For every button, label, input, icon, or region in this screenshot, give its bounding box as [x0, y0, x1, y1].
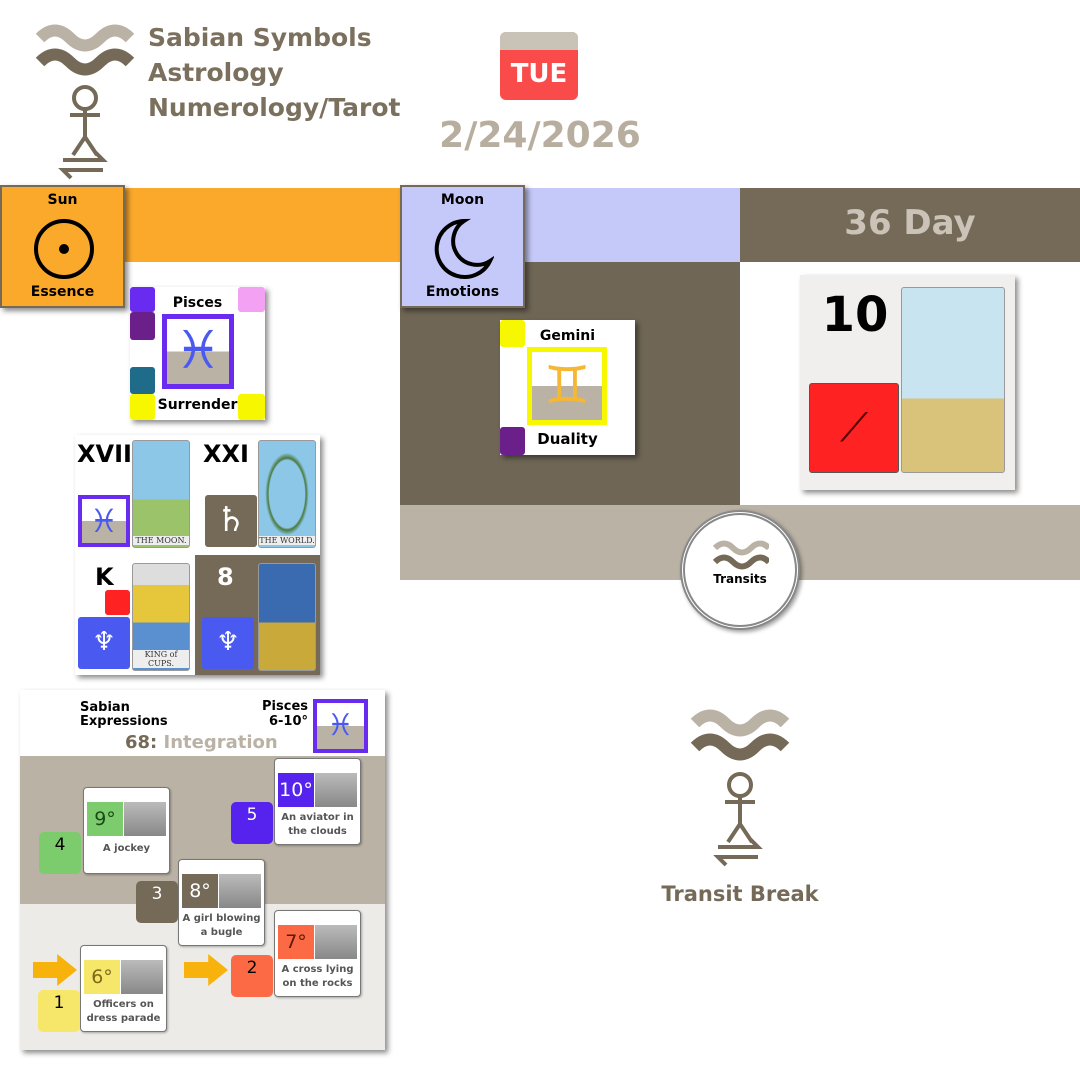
card-caption: KING of CUPS. [133, 650, 189, 668]
degree-card-8[interactable]: 8° A girl blowing a bugle [178, 859, 265, 946]
degree: 8° [182, 874, 218, 908]
sabian-logo-icon [35, 24, 135, 180]
cup-suit-icon: ♆ [78, 617, 130, 669]
sun-sign-keyword: Surrender [157, 397, 238, 413]
transits-logo-icon [713, 540, 769, 570]
transits-button[interactable]: Transits [680, 510, 800, 630]
moon-sign-keyword: Duality [537, 430, 598, 448]
degree: 6° [84, 960, 120, 994]
day-label: 36 Day [844, 203, 976, 243]
number-4: 4 [39, 832, 81, 874]
number-1: 1 [38, 990, 80, 1032]
title-line-1: Sabian Symbols [148, 23, 372, 52]
pisces-icon: ♓ [162, 314, 234, 389]
saturn-icon: ♄ [205, 495, 257, 547]
degree-text: An aviator in the clouds [281, 812, 354, 837]
tarot-numeral-4: 8 [217, 563, 234, 591]
degree: 10° [278, 773, 314, 807]
gemini-icon: ♊ [527, 347, 607, 425]
transit-break-label: Transit Break [661, 882, 819, 906]
moon-label: Moon [440, 192, 485, 208]
tarot-numeral-3: K [95, 563, 114, 591]
gemini-sign-card[interactable]: Gemini ♊ Duality [500, 320, 635, 455]
day-tarot-number: 10 [821, 287, 889, 343]
degree: 9° [87, 802, 123, 836]
ten-of-wands-image [901, 287, 1005, 473]
moon-sublabel: Emotions [425, 284, 500, 300]
day-tarot-card[interactable]: 10 ⟋ [800, 275, 1015, 490]
transits-label: Transits [713, 572, 767, 586]
degree: 7° [278, 925, 314, 959]
moon-card[interactable]: Moon Emotions [400, 185, 525, 308]
sun-sign-name: Pisces [172, 295, 223, 311]
cup-suit-icon: ♆ [202, 617, 254, 669]
the-world-card[interactable]: THE WORLD. [258, 440, 316, 548]
transit-break-logo-icon [690, 709, 790, 867]
weekday: TUE [510, 59, 568, 89]
sign-name: Pisces [262, 699, 308, 714]
degree-card-10[interactable]: 10° An aviator in the clouds [274, 758, 361, 845]
date: 2/24/2026 [439, 115, 641, 156]
eight-of-cups-card[interactable] [258, 563, 316, 671]
card-caption: THE MOON. [133, 536, 189, 545]
day-band [740, 188, 1080, 262]
calendar-icon: TUE [500, 32, 578, 100]
tarot-numeral-2: XXI [203, 440, 249, 468]
degree-text: A cross lying on the rocks [281, 964, 354, 989]
number-3: 3 [136, 881, 178, 923]
expression-theme: Integration [163, 732, 278, 753]
king-of-cups-card[interactable]: KING of CUPS. [132, 563, 190, 671]
pisces-icon: ♓ [313, 699, 368, 753]
degree-card-6[interactable]: 6° Officers on dress parade [80, 945, 167, 1032]
number-5: 5 [231, 802, 273, 844]
sun-label: Sun [47, 192, 78, 208]
degree-text: A jockey [102, 843, 151, 854]
card-caption: THE WORLD. [259, 536, 315, 545]
sun-icon [34, 219, 94, 279]
tarot-grid: XVIII ♓ THE MOON. XXI ♄ THE WORLD. K ♆ K… [75, 435, 320, 675]
sabian-expressions-panel: Sabian Expressions Pisces 6-10° ♓ 68: In… [20, 690, 385, 1050]
pisces-sign-card[interactable]: Pisces ♓ Surrender [130, 287, 265, 420]
pisces-icon: ♓ [78, 495, 130, 547]
degree-card-9[interactable]: 9° A jockey [83, 787, 170, 874]
degree-text: Officers on dress parade [86, 999, 161, 1024]
degree-card-7[interactable]: 7° A cross lying on the rocks [274, 910, 361, 997]
fire-water-icon [105, 590, 130, 615]
title-line-3: Numerology/Tarot [148, 93, 401, 122]
degree-text: A girl blowing a bugle [182, 913, 261, 938]
tarot-numeral-1: XVIII [77, 440, 141, 468]
title-line-2: Astrology [148, 58, 284, 87]
moon-sign-name: Gemini [539, 328, 596, 344]
moon-icon [434, 218, 494, 279]
expressions-title-1: Sabian [80, 700, 130, 715]
expressions-title-2: Expressions [80, 714, 168, 729]
arrow-icon [184, 954, 228, 986]
expression-number: 68: [125, 732, 158, 753]
the-moon-card[interactable]: THE MOON. [132, 440, 190, 548]
sign-range: 6-10° [268, 714, 308, 729]
sun-sublabel: Essence [30, 284, 95, 300]
wand-suit-icon: ⟋ [809, 383, 899, 473]
arrow-icon [33, 954, 77, 986]
number-2: 2 [231, 955, 273, 997]
sun-card[interactable]: Sun Essence [0, 185, 125, 308]
